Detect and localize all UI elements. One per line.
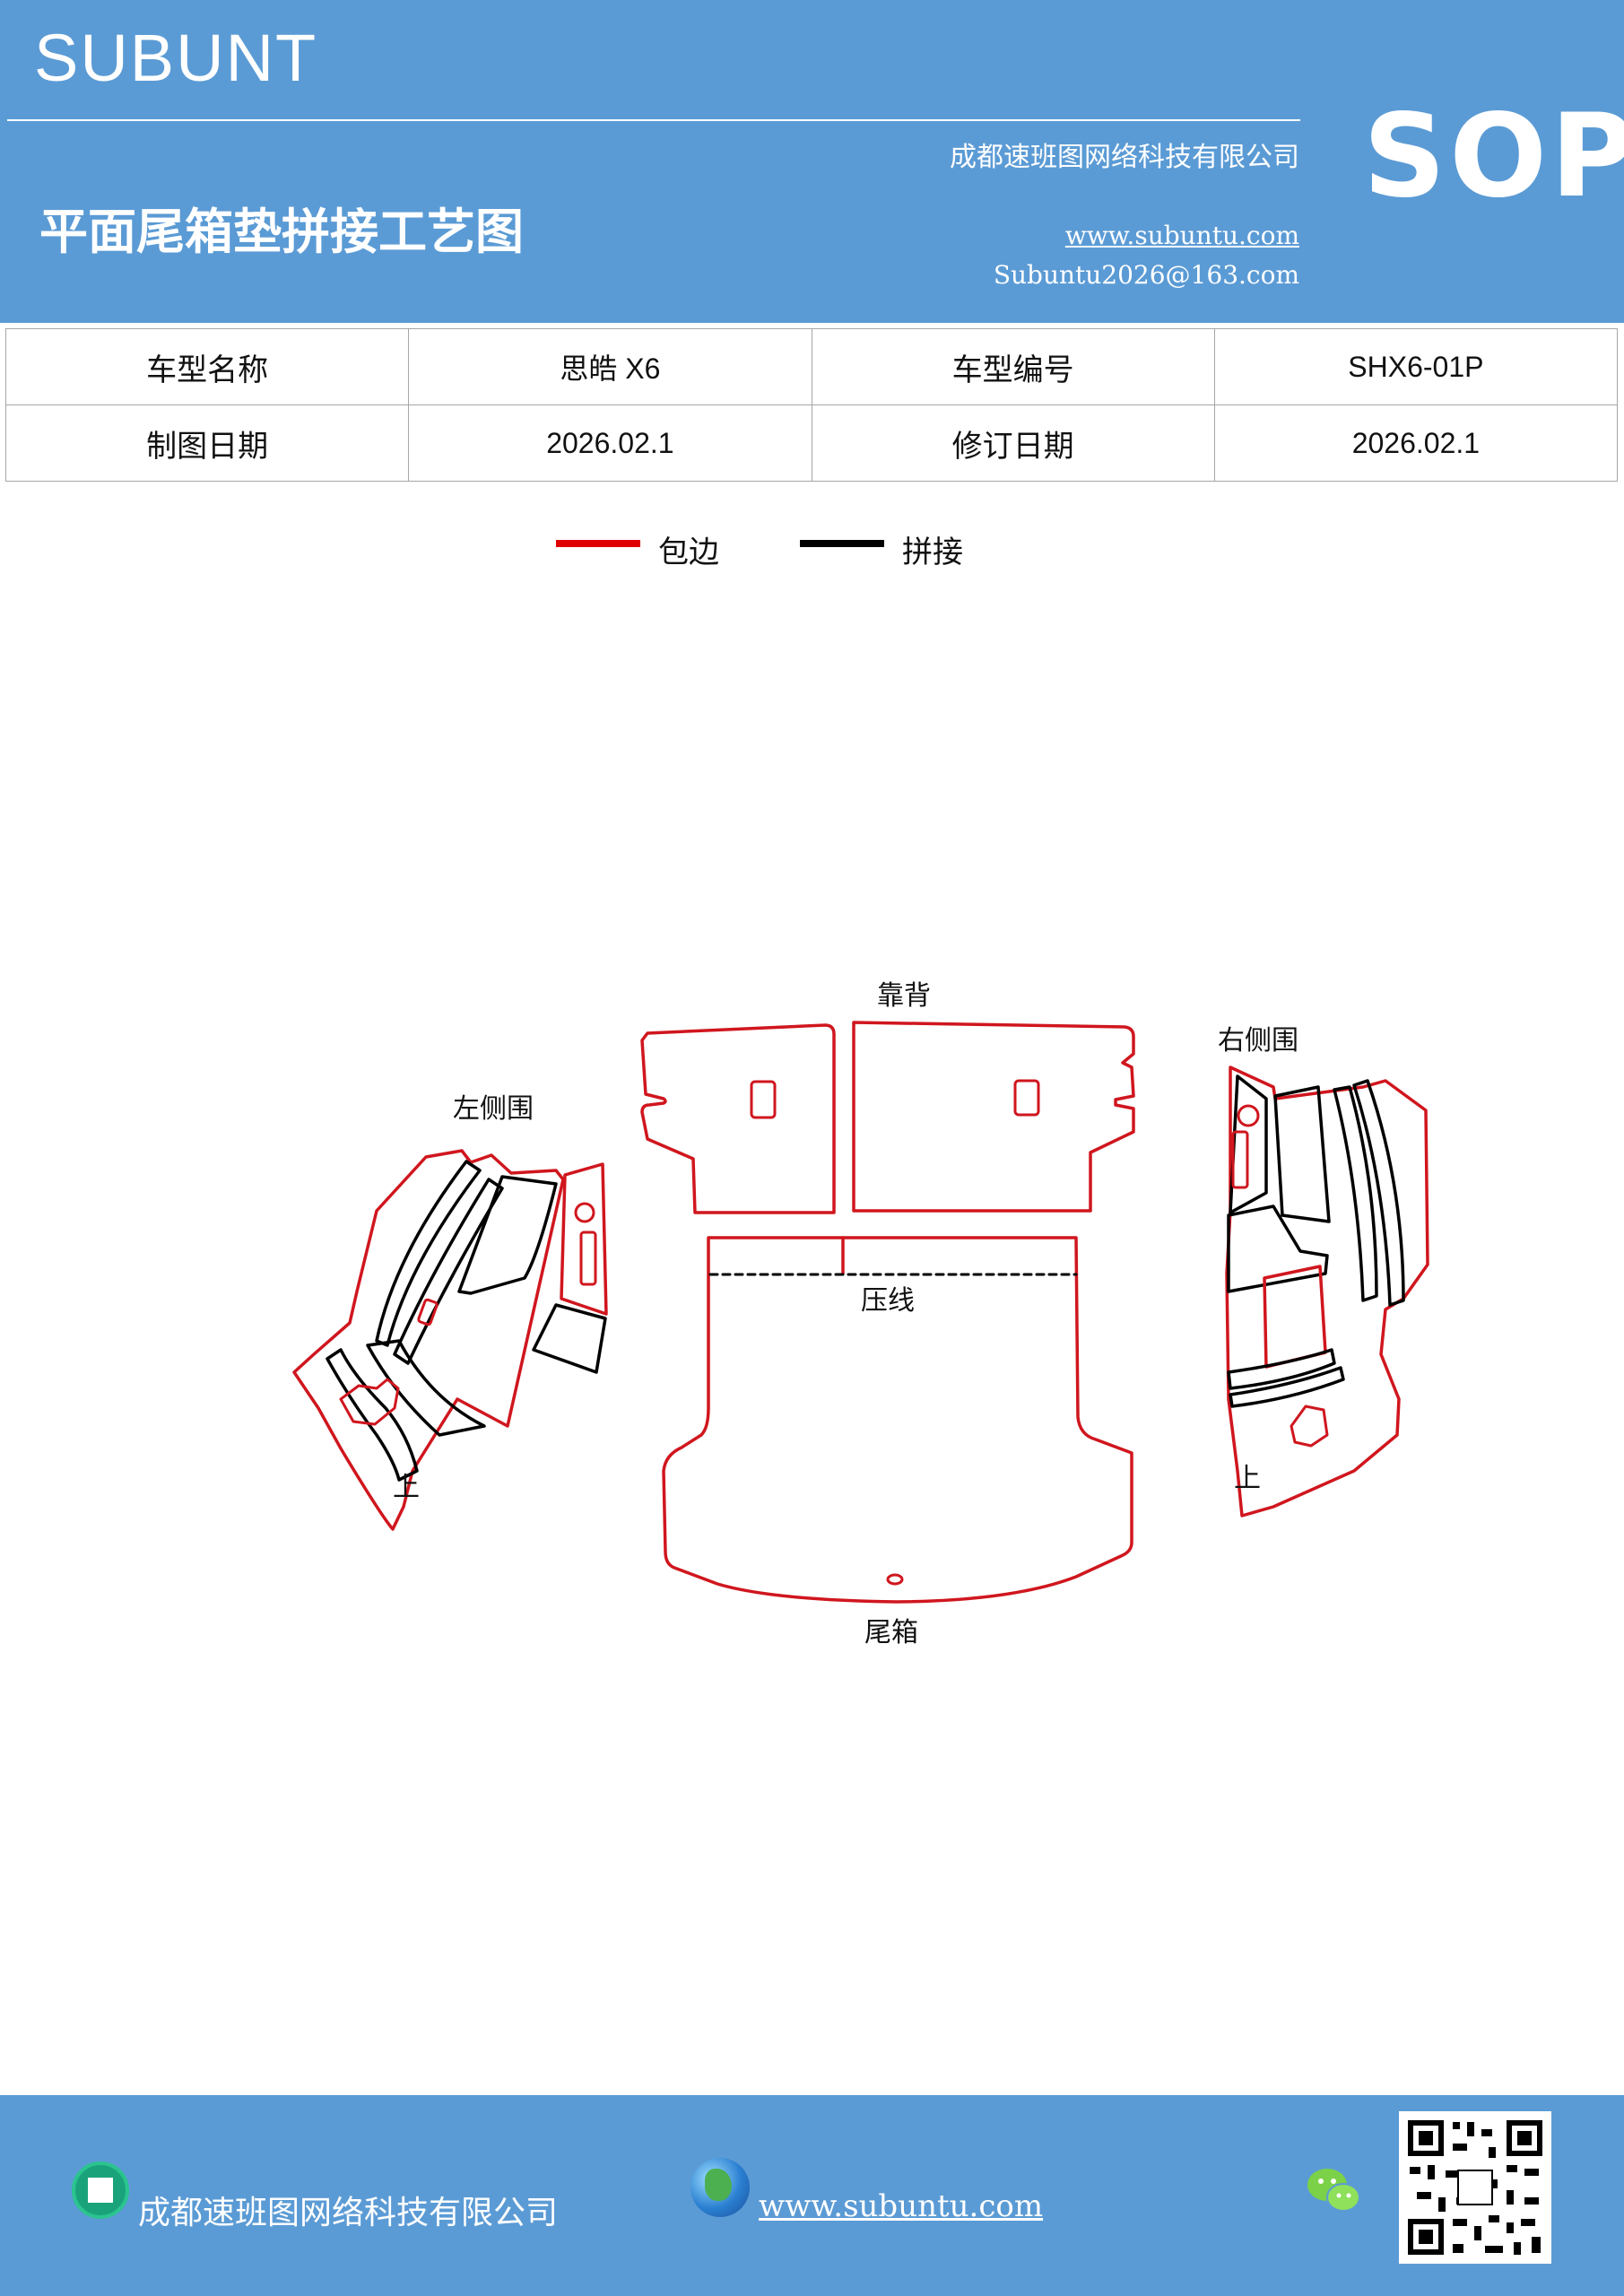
right-side-seam-5 xyxy=(1227,1205,1329,1293)
left-side-panel-b xyxy=(560,1162,608,1316)
right-side-seam-2 xyxy=(1273,1085,1331,1223)
table-cell-value: 2026.02.1 xyxy=(1213,404,1619,482)
backrest-left-slot xyxy=(750,1080,777,1119)
qr-code xyxy=(1399,2111,1551,2264)
backrest-right-panel xyxy=(852,1021,1135,1213)
right-side-band-2 xyxy=(1229,1366,1345,1408)
right-side-slot xyxy=(1231,1130,1249,1189)
globe-icon xyxy=(690,2158,750,2217)
trunk-hole xyxy=(886,1573,904,1586)
table-cell-value: 思皓 X6 xyxy=(408,328,812,405)
left-side-seam-3 xyxy=(457,1175,558,1295)
left-side-panel-c xyxy=(532,1303,607,1374)
website-link[interactable]: www.subuntu.com xyxy=(1064,221,1299,250)
table-cell-label: 车型编号 xyxy=(811,328,1215,405)
right-side-seam-4 xyxy=(1352,1079,1405,1307)
legend-label-edge: 包边 xyxy=(658,535,719,570)
left-side-clip xyxy=(339,1378,400,1426)
left-side-seam-5 xyxy=(326,1348,419,1482)
footer-company-name: 成都速班图网络科技有限公司 xyxy=(138,2195,559,2231)
left-side-slot-a xyxy=(417,1298,439,1326)
email-address: Subuntu2026@163.com xyxy=(993,260,1299,290)
table-cell-value: SHX6-01P xyxy=(1213,328,1619,405)
legend: 包边 拼接 xyxy=(0,527,1624,572)
left-side-seam-1 xyxy=(375,1160,482,1347)
left-mark: 上 xyxy=(393,1472,420,1503)
table-cell-value: 2026.02.1 xyxy=(408,404,812,482)
right-side-seam-3 xyxy=(1333,1085,1378,1302)
table-cell-label: 车型名称 xyxy=(4,328,410,405)
building-icon xyxy=(72,2161,129,2219)
trunk-floor-panel xyxy=(662,1236,1133,1604)
label-right-side: 右侧围 xyxy=(1218,1025,1298,1057)
footer-website-link[interactable]: www.subuntu.com xyxy=(759,2188,1044,2224)
left-side-ring xyxy=(574,1202,595,1223)
label-press-line: 压线 xyxy=(861,1285,915,1317)
header-banner: SUBUNT 成都速班图网络科技有限公司 平面尾箱垫拼接工艺图 www.subu… xyxy=(0,0,1624,323)
brand-name: SUBUNT xyxy=(34,21,318,95)
label-trunk: 尾箱 xyxy=(864,1617,918,1648)
sop-badge: SOP xyxy=(1363,90,1624,223)
backrest-right-slot xyxy=(1013,1079,1040,1117)
company-name: 成都速班图网络科技有限公司 xyxy=(950,142,1299,173)
right-side-ring xyxy=(1237,1104,1260,1127)
table-cell-label: 修订日期 xyxy=(811,404,1215,482)
label-left-side: 左侧围 xyxy=(453,1093,534,1125)
legend-swatch-edge xyxy=(556,540,640,547)
right-mark: 上 xyxy=(1234,1463,1261,1494)
wechat-icon xyxy=(1307,2169,1360,2212)
left-side-slot-b xyxy=(579,1231,597,1286)
left-side-seam-2 xyxy=(393,1178,504,1365)
table-row: 车型名称 思皓 X6 车型编号 SHX6-01P xyxy=(4,328,1619,405)
label-backrest: 靠背 xyxy=(877,980,931,1012)
backrest-left-panel xyxy=(640,1023,836,1214)
left-side-seam-4 xyxy=(366,1339,486,1437)
vehicle-info-table: 车型名称 思皓 X6 车型编号 SHX6-01P 制图日期 2026.02.1 … xyxy=(4,328,1619,482)
left-side-outer xyxy=(292,1149,565,1531)
header-divider xyxy=(7,119,1300,121)
table-row: 制图日期 2026.02.1 修订日期 2026.02.1 xyxy=(4,404,1619,482)
document-title: 平面尾箱垫拼接工艺图 xyxy=(39,204,524,260)
legend-swatch-seam xyxy=(800,540,884,547)
right-side-band-1 xyxy=(1227,1348,1336,1390)
right-side-outer xyxy=(1225,1065,1429,1518)
right-side-window xyxy=(1263,1265,1327,1369)
right-side-clip xyxy=(1290,1405,1329,1448)
table-cell-label: 制图日期 xyxy=(4,404,410,482)
legend-label-seam: 拼接 xyxy=(902,535,963,570)
